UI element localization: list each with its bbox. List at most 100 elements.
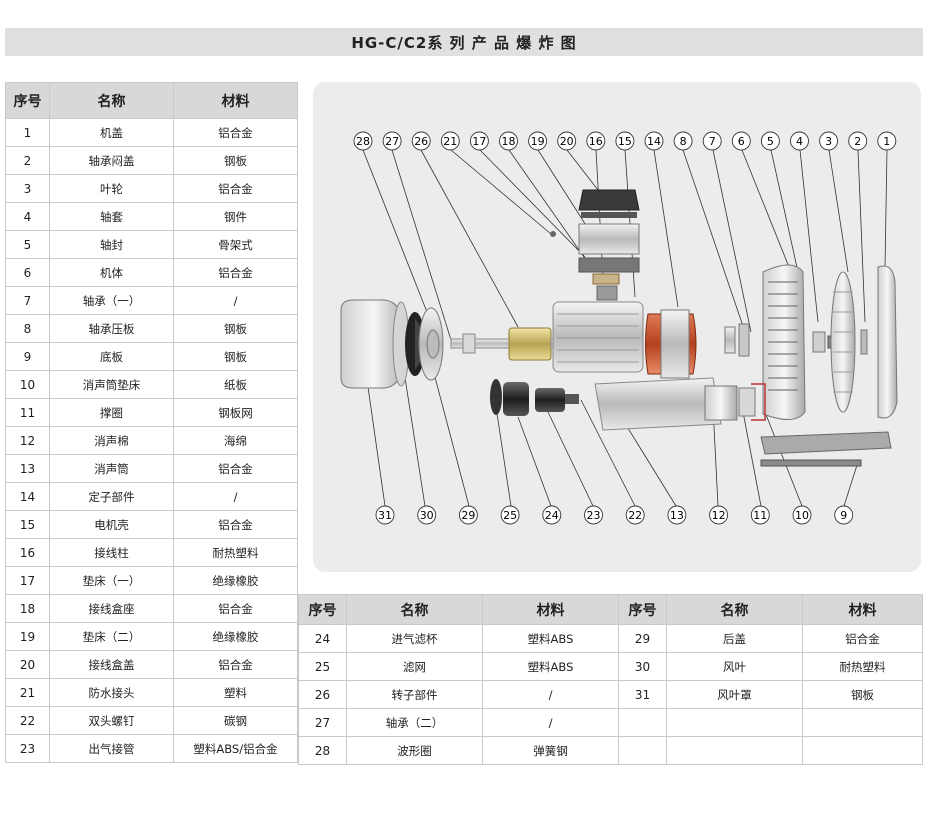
header-material: 材料 [173,82,298,119]
callout-circle [411,131,431,151]
cell-no: 29 [618,624,667,653]
callout-circle [584,505,603,525]
cell-material: 钢板 [173,314,298,343]
cell-material: 铝合金 [173,174,298,203]
cell-material: 钢板网 [173,398,298,427]
callout-label: 18 [502,135,516,148]
cell-name: 轴承压板 [49,314,174,343]
cell-name [666,708,803,737]
header-material: 材料 [802,594,923,625]
header-name: 名称 [49,82,174,119]
callout-label: 19 [531,135,545,148]
cell-material: 塑料ABS/铝合金 [173,734,298,763]
callout-label: 17 [472,135,486,148]
cell-name: 防水接头 [49,678,174,707]
callout-circle [760,131,780,151]
callout-circle [353,131,373,151]
cell-material: 铝合金 [173,510,298,539]
cell-no: 17 [5,566,50,595]
cell-material: 铝合金 [173,650,298,679]
part-bearing [724,323,750,357]
cell-material: 塑料ABS [482,652,619,681]
callout-circle [542,505,562,525]
callout-circle [709,505,729,525]
header-name: 名称 [666,594,803,625]
part-fan-cover [340,299,410,389]
cell-material: / [482,708,619,737]
callout-label: 16 [589,135,603,148]
cell-no: 9 [5,342,50,371]
cell-name: 垫床（一） [49,566,174,595]
callout-circle [417,505,437,525]
cell-no: 24 [298,624,347,653]
cell-material: 铝合金 [173,118,298,147]
callout-label: 8 [680,135,687,148]
callout-circle [702,131,722,151]
callout-label: 11 [753,509,767,522]
cell-no: 8 [5,314,50,343]
cell-name: 垫床（二） [49,622,174,651]
cell-name: 轴承闷盖 [49,146,174,175]
header-no: 序号 [5,82,50,119]
callout-label: 9 [840,509,847,522]
callout-label: 28 [356,135,370,148]
callout-circle [528,131,548,151]
cell-no: 31 [618,680,667,709]
callout-label: 25 [503,509,517,522]
callout-label: 27 [385,135,399,148]
cell-no: 13 [5,454,50,483]
cell-name: 滤网 [346,652,483,681]
part-base-plate [760,431,892,467]
cell-name: 轴封 [49,230,174,259]
part-motor-housing [552,301,644,373]
cell-name: 风叶罩 [666,680,803,709]
cell-no: 11 [5,398,50,427]
cell-name: 电机壳 [49,510,174,539]
cell-name: 进气滤杯 [346,624,483,653]
cell-no: 7 [5,286,50,315]
callout-label: 22 [628,509,642,522]
cell-material: 钢件 [173,202,298,231]
cell-name: 接线盒盖 [49,650,174,679]
callout-label: 1 [883,135,890,148]
callout-label: 10 [795,509,809,522]
cell-name: 轴承（一） [49,286,174,315]
part-rear-cover [418,307,444,381]
table-header-row: 序号 名称 材料 [5,82,298,119]
header-no: 序号 [298,594,347,625]
callout-label: 30 [420,509,434,522]
cell-material: 钢板 [173,146,298,175]
cell-name: 撑圈 [49,398,174,427]
callout-circle [500,505,520,525]
cell-no: 18 [5,594,50,623]
cell-name: 轴套 [49,202,174,231]
callout-circle [673,131,693,151]
callout-circle [834,505,854,525]
cell-material: / [173,286,298,315]
callout-label: 26 [414,135,428,148]
cell-material [802,736,923,765]
callout-circle [557,131,577,151]
cell-material: 碳钢 [173,706,298,735]
